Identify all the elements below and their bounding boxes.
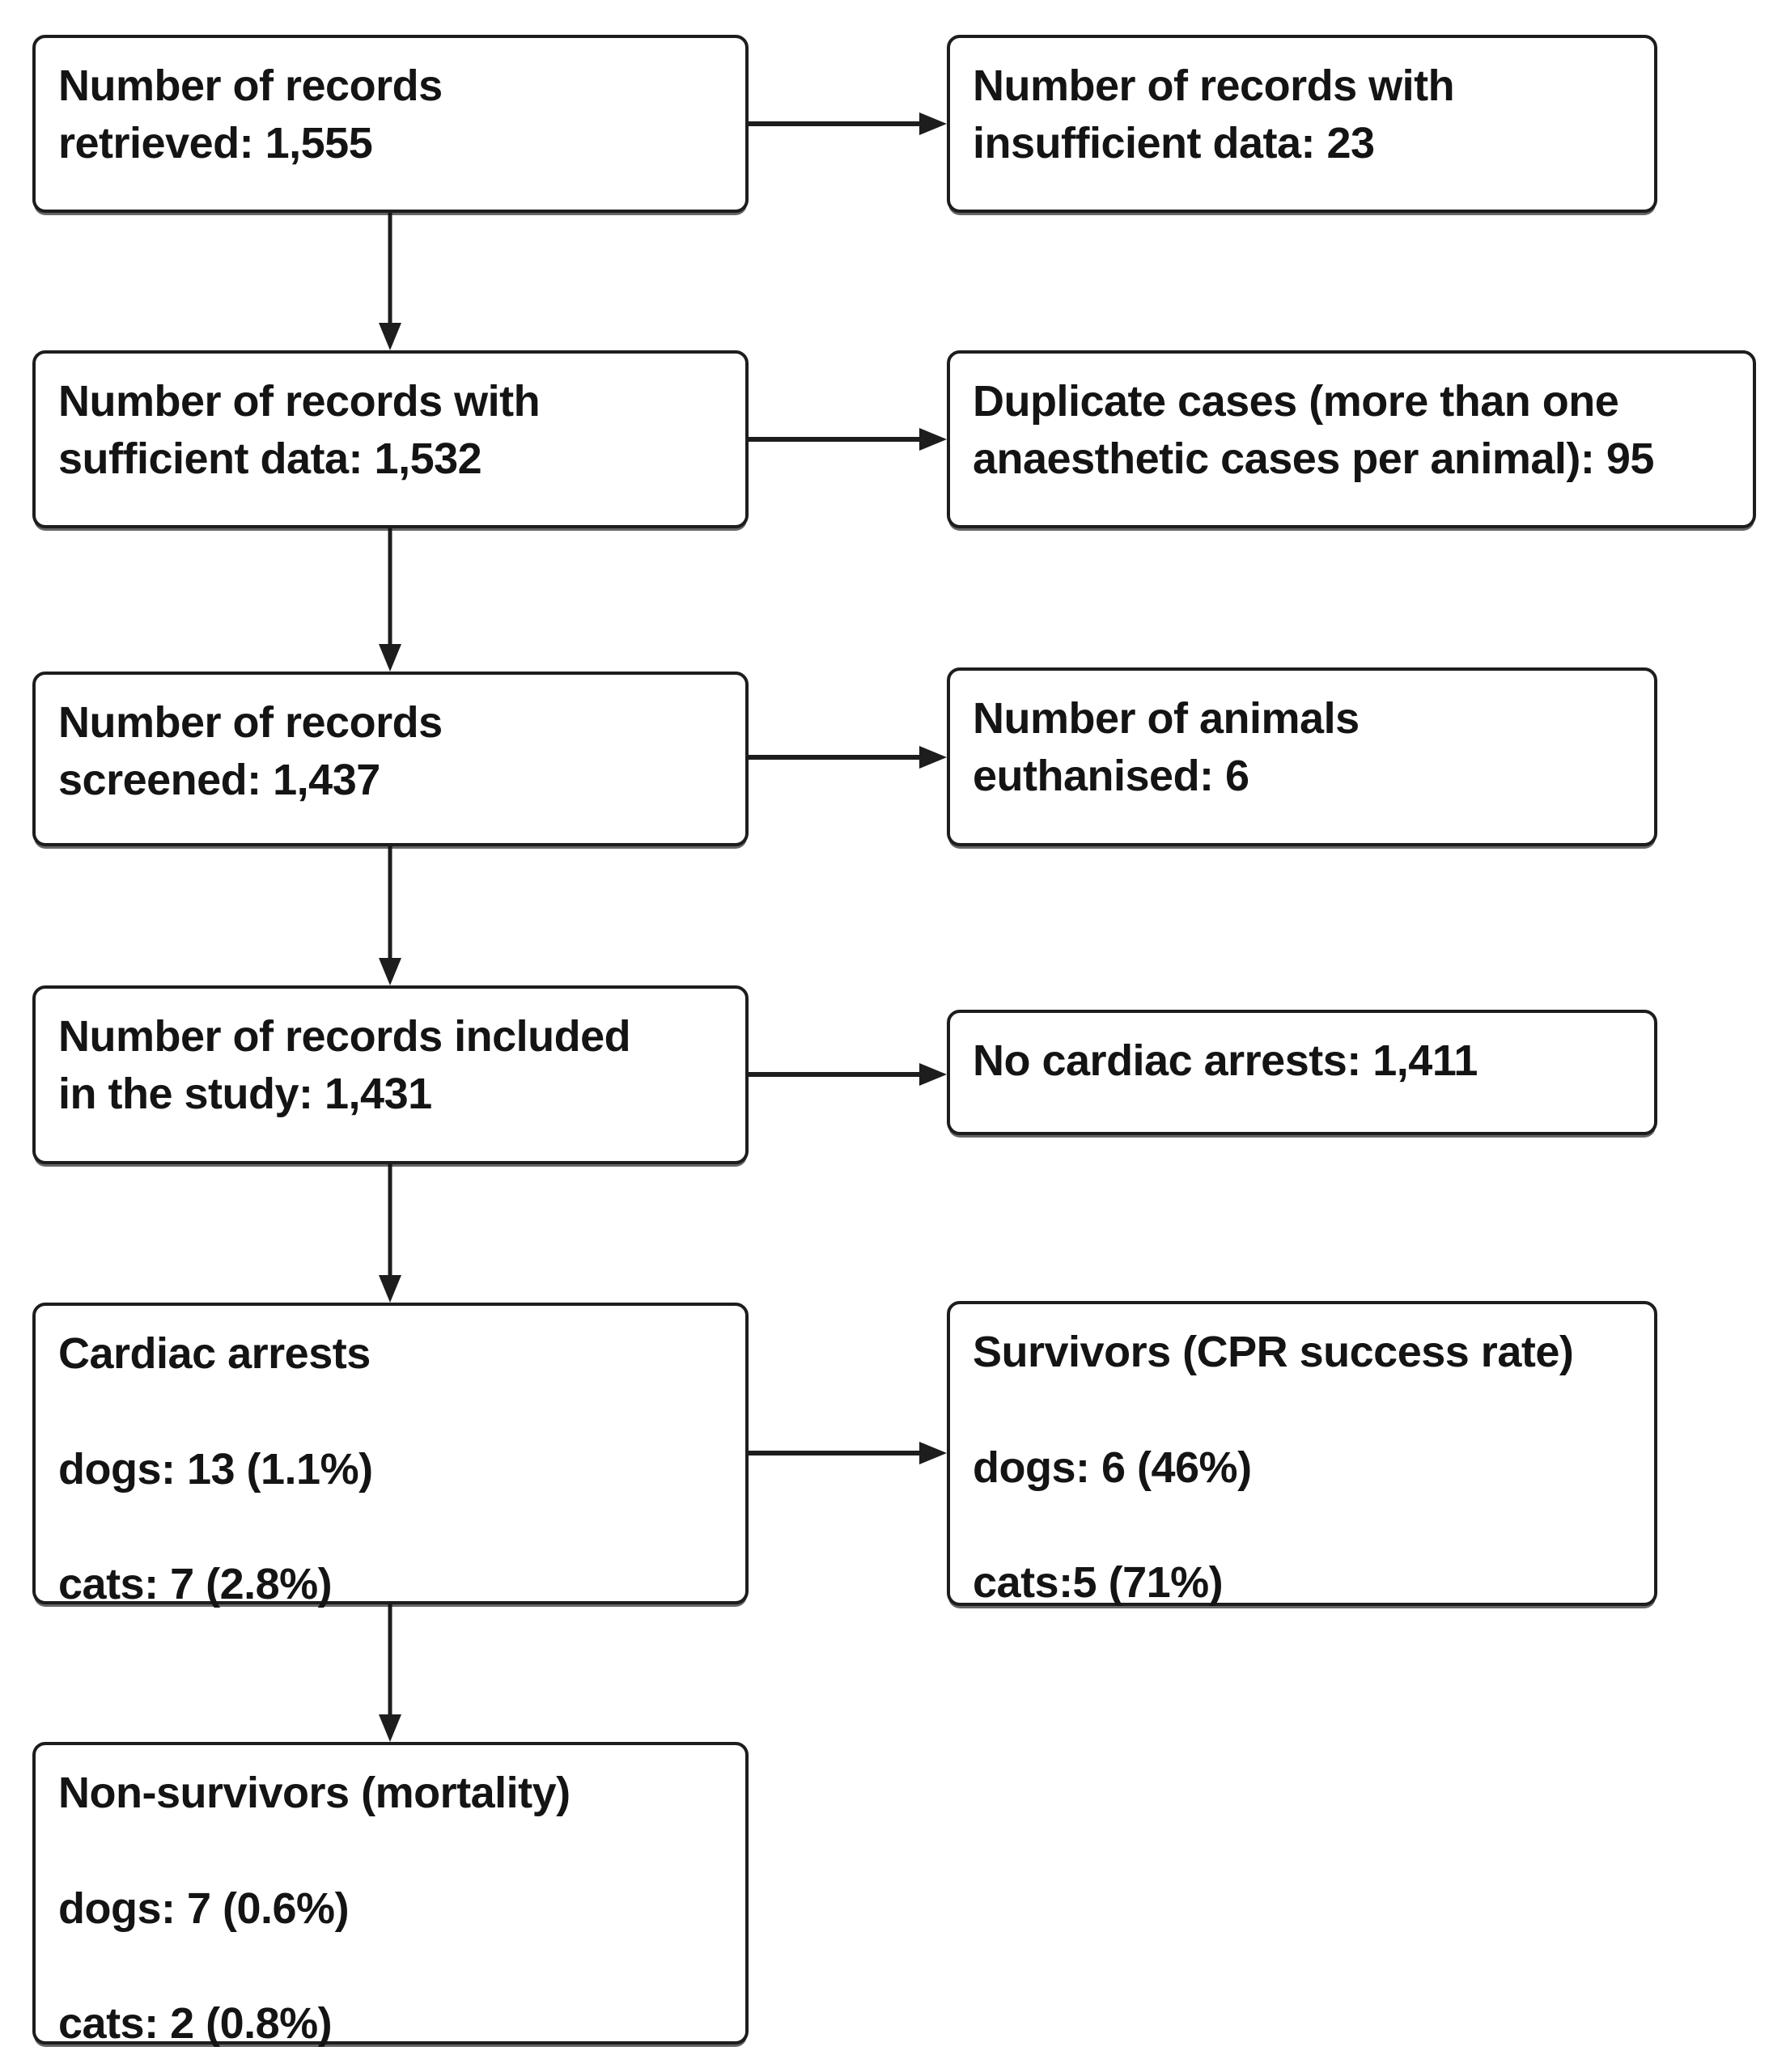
arrow-head-icon bbox=[379, 958, 401, 985]
arrow-arrests-to-survivors bbox=[749, 1442, 947, 1464]
box-no-cardiac-arrests-text: No cardiac arrests: 1,411 bbox=[973, 1036, 1478, 1085]
arrow-screened-to-euthanised bbox=[749, 746, 947, 769]
box-records-retrieved-text: Number of records retrieved: 1,555 bbox=[58, 61, 443, 168]
arrow-screened-to-included bbox=[379, 846, 401, 985]
arrow-head-icon bbox=[379, 323, 401, 350]
box-survivors-text: Survivors (CPR success rate) dogs: 6 (46… bbox=[973, 1328, 1574, 1608]
box-records-sufficient-data: Number of records with sufficient data: … bbox=[32, 350, 749, 528]
arrow-sufficient-to-screened bbox=[379, 528, 401, 672]
arrow-head-icon bbox=[919, 746, 947, 769]
box-records-screened-text: Number of records screened: 1,437 bbox=[58, 698, 443, 805]
box-animals-euthanised-text: Number of animals euthanised: 6 bbox=[973, 694, 1360, 801]
box-records-screened: Number of records screened: 1,437 bbox=[32, 672, 749, 846]
box-cardiac-arrests: Cardiac arrests dogs: 13 (1.1%) cats: 7 … bbox=[32, 1303, 749, 1608]
box-duplicate-cases-text: Duplicate cases (more than one anaesthet… bbox=[973, 377, 1654, 484]
arrow-retrieved-to-insufficient bbox=[749, 112, 947, 135]
arrow-head-icon bbox=[919, 112, 947, 135]
arrow-head-icon bbox=[379, 644, 401, 672]
arrow-head-icon bbox=[919, 1442, 947, 1464]
box-records-included: Number of records included in the study:… bbox=[32, 985, 749, 1164]
box-records-included-text: Number of records included in the study:… bbox=[58, 1012, 631, 1119]
box-insufficient-data: Number of records with insufficient data… bbox=[947, 35, 1657, 213]
box-records-sufficient-data-text: Number of records with sufficient data: … bbox=[58, 377, 541, 484]
box-non-survivors-text: Non-survivors (mortality) dogs: 7 (0.6%)… bbox=[58, 1769, 571, 2049]
box-cardiac-arrests-text: Cardiac arrests dogs: 13 (1.1%) cats: 7 … bbox=[58, 1329, 373, 1609]
arrow-head-icon bbox=[919, 428, 947, 451]
box-duplicate-cases: Duplicate cases (more than one anaesthet… bbox=[947, 350, 1756, 528]
arrow-retrieved-to-sufficient bbox=[379, 213, 401, 350]
box-non-survivors: Non-survivors (mortality) dogs: 7 (0.6%)… bbox=[32, 1742, 749, 2048]
arrow-sufficient-to-duplicates bbox=[749, 428, 947, 451]
box-animals-euthanised: Number of animals euthanised: 6 bbox=[947, 667, 1657, 846]
arrow-included-to-arrests bbox=[379, 1164, 401, 1303]
arrow-head-icon bbox=[919, 1063, 947, 1086]
box-records-retrieved: Number of records retrieved: 1,555 bbox=[32, 35, 749, 213]
box-survivors: Survivors (CPR success rate) dogs: 6 (46… bbox=[947, 1301, 1657, 1607]
arrow-head-icon bbox=[379, 1714, 401, 1742]
arrow-included-to-noarrests bbox=[749, 1063, 947, 1086]
box-no-cardiac-arrests: No cardiac arrests: 1,411 bbox=[947, 1010, 1657, 1135]
box-insufficient-data-text: Number of records with insufficient data… bbox=[973, 61, 1455, 168]
arrow-head-icon bbox=[379, 1275, 401, 1303]
